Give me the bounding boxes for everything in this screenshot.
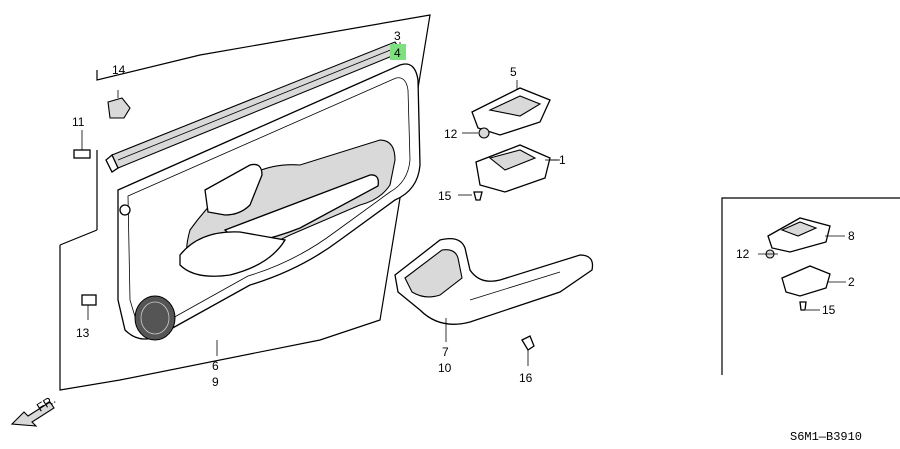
assembly-outline: [59, 14, 431, 391]
callout-14: 14: [112, 63, 126, 77]
variant-detail-box: [721, 197, 900, 375]
callout-15a: 15: [438, 189, 452, 203]
screw-15a: [458, 191, 483, 201]
armrest: [394, 237, 594, 325]
screw-16: [521, 335, 535, 366]
nut-12a: [462, 127, 490, 139]
callout-4: 4: [394, 46, 401, 60]
callout-8: 8: [848, 229, 855, 243]
highlight-part-4: [390, 44, 406, 60]
callout-9: 9: [212, 375, 219, 389]
callout-12a: 12: [444, 127, 458, 141]
callout-10: 10: [438, 361, 452, 375]
door-lining-panel: [117, 63, 421, 341]
clip-13: [81, 294, 97, 320]
clip-11: [73, 130, 91, 159]
callout-11: 11: [72, 115, 85, 129]
diagram-code: S6M1—B3910: [790, 430, 862, 444]
clip-14: [107, 90, 131, 119]
power-window-switch-1: [475, 144, 560, 193]
callout-13: 13: [76, 326, 90, 340]
callout-3: 3: [394, 29, 401, 43]
callout-5: 5: [510, 65, 517, 79]
callout-2: 2: [848, 275, 855, 289]
callout-16: 16: [519, 371, 533, 385]
callout-6: 6: [212, 359, 219, 373]
front-arrow-icon: [10, 401, 55, 427]
callout-15b: 15: [822, 303, 836, 317]
callout-7: 7: [442, 345, 449, 359]
callout-1: 1: [559, 153, 566, 167]
callout-12b: 12: [736, 247, 750, 261]
switch-bezel-5: [471, 80, 551, 136]
